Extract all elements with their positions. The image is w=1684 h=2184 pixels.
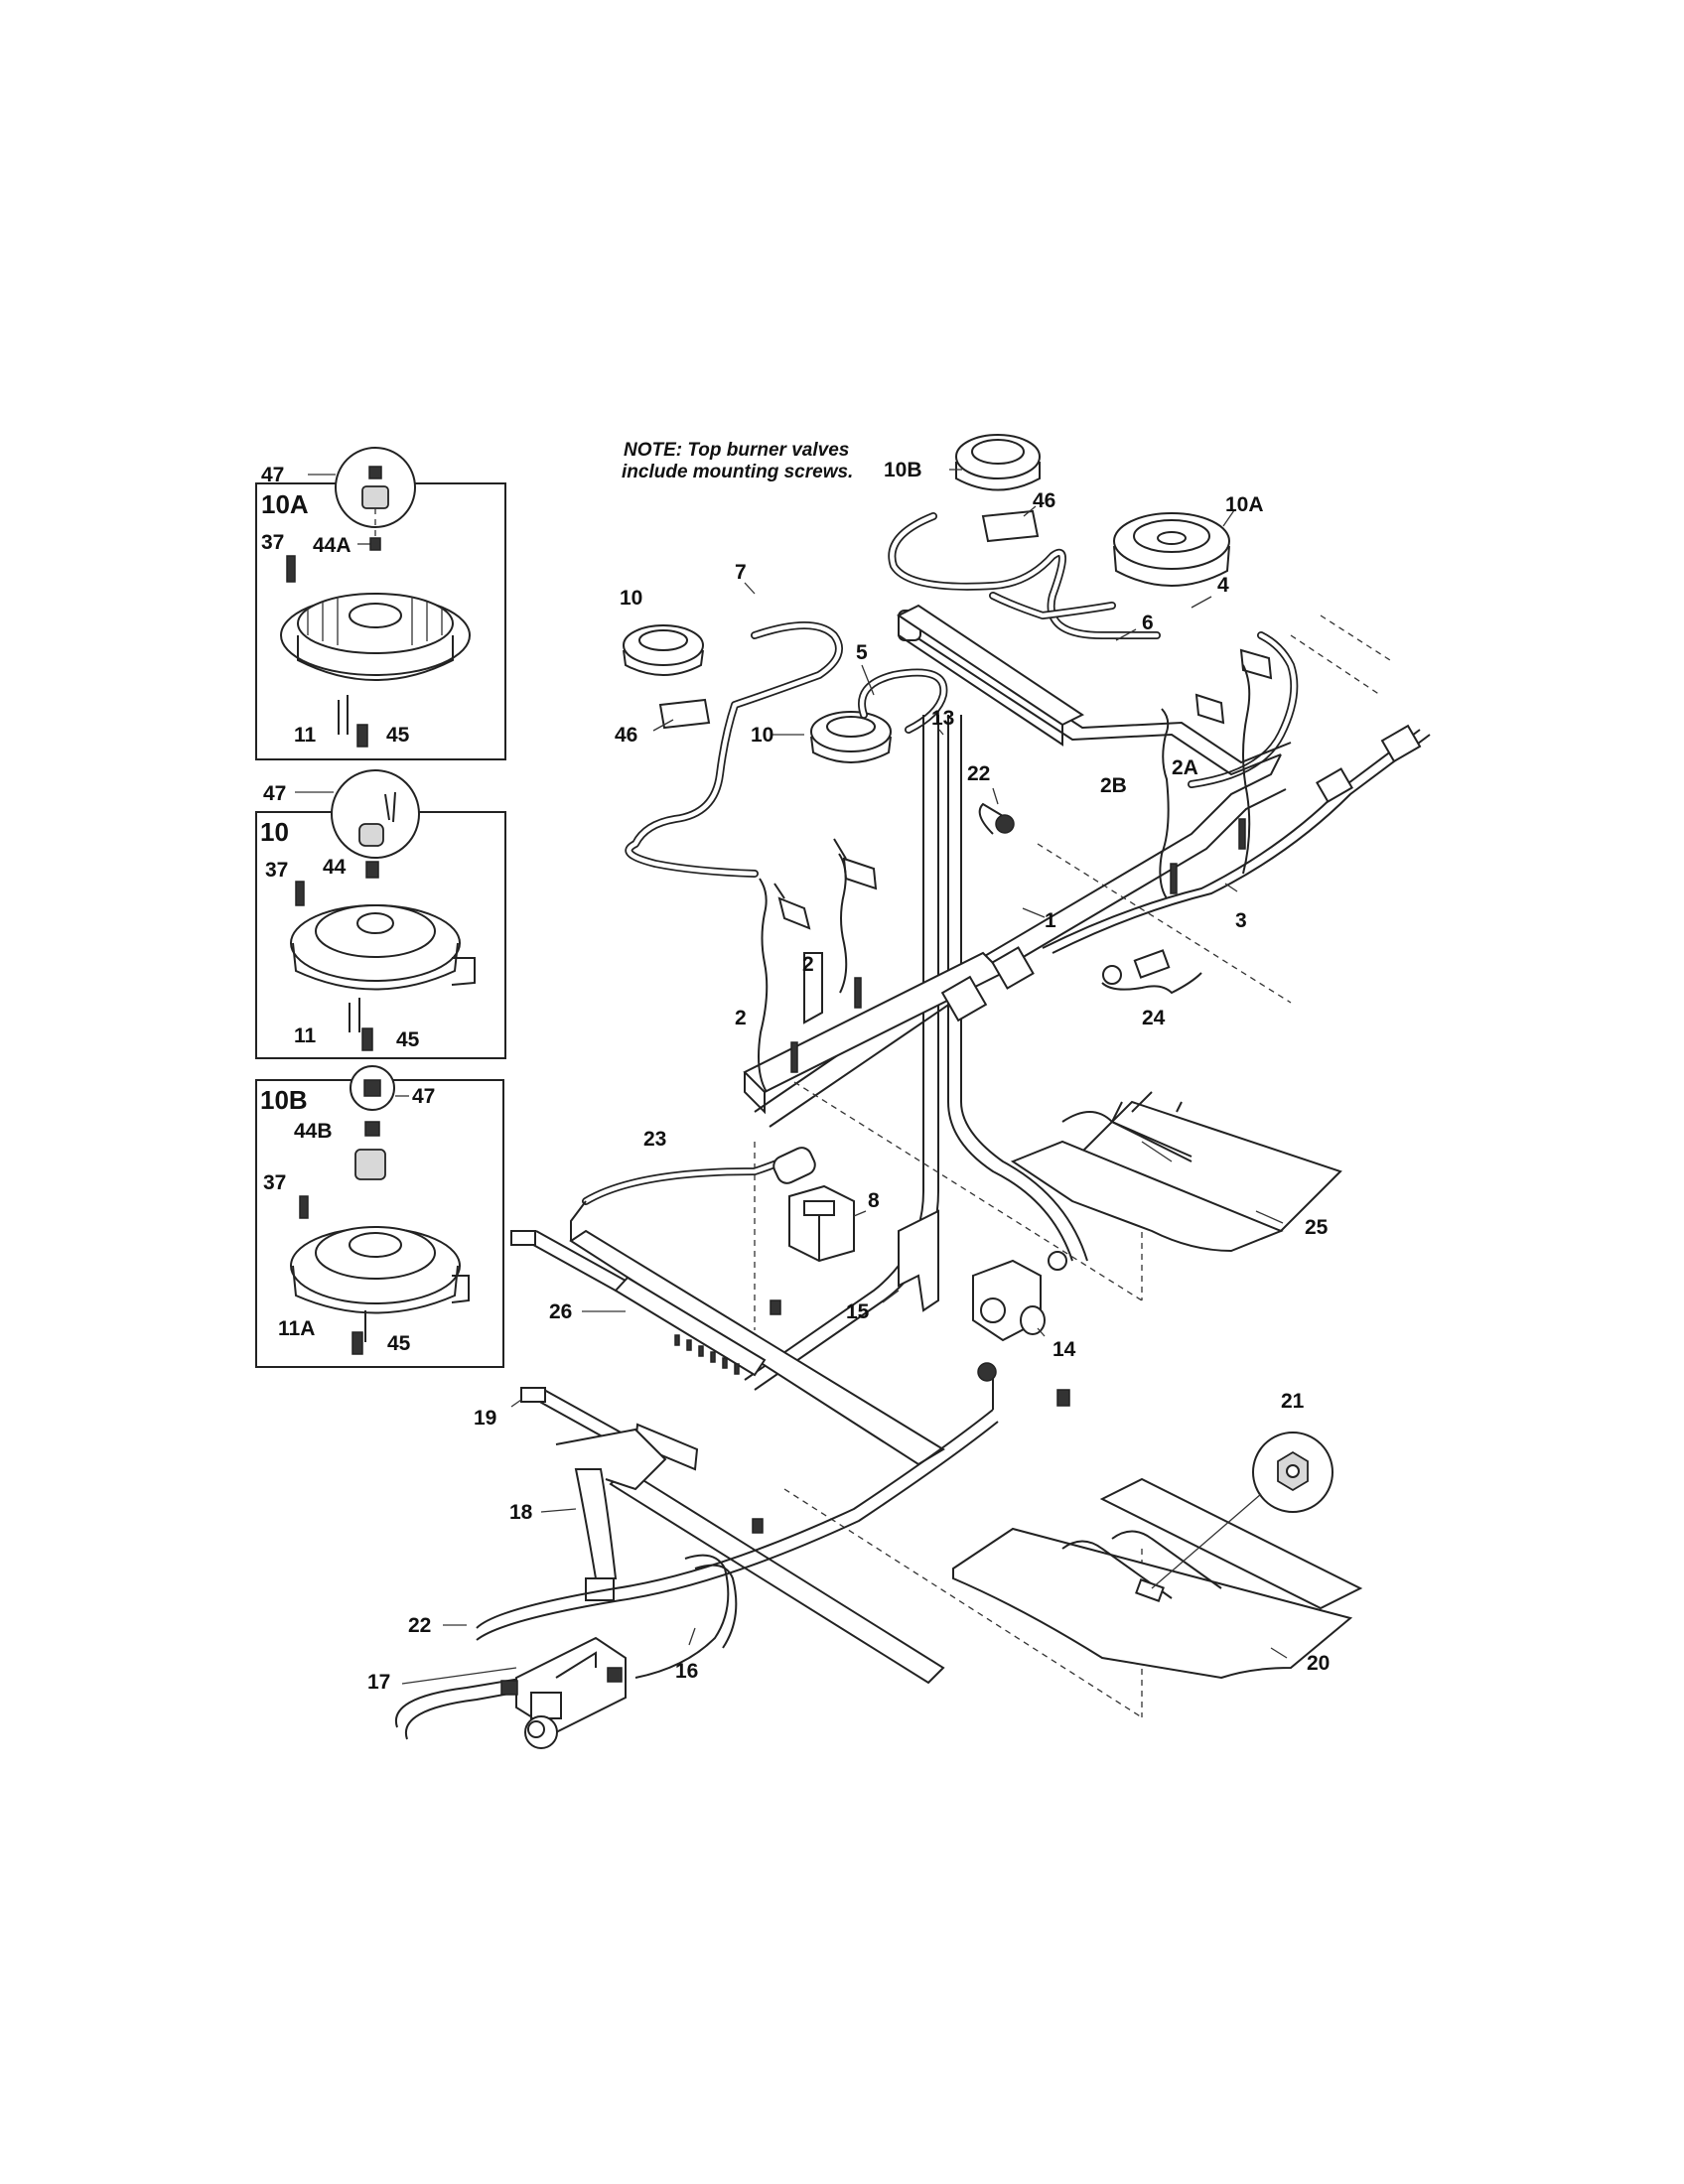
callout-4: 4: [1217, 574, 1229, 597]
label-45-10: 45: [396, 1028, 420, 1051]
callout-19: 19: [474, 1407, 496, 1430]
bake-burner-tube: [569, 1147, 945, 1466]
label-37-10A: 37: [261, 531, 284, 554]
callout-15: 15: [846, 1300, 870, 1323]
screws: [752, 818, 1246, 1534]
tube-22-lower: [476, 1409, 994, 1629]
callout-2B: 2B: [1100, 774, 1127, 797]
valve-orifice-left: [773, 838, 878, 930]
callout-13: 13: [931, 707, 954, 730]
callout-21: 21: [1281, 1390, 1305, 1413]
label-47-10B: 47: [412, 1085, 435, 1108]
callout-46-left: 46: [615, 724, 637, 747]
burner-head-10-left: [623, 624, 704, 676]
label-37-10B: 37: [263, 1171, 286, 1194]
callout-24: 24: [1142, 1007, 1166, 1029]
inset-title-10: 10: [260, 817, 289, 847]
callout-1: 1: [1045, 909, 1056, 932]
tube-16: [634, 1554, 730, 1679]
callout-10-top: 10: [620, 587, 642, 610]
callout-22-bottom: 22: [408, 1614, 431, 1637]
broil-burner: [555, 1428, 945, 1685]
callout-6: 6: [1142, 612, 1154, 634]
bracket-46-top: [981, 509, 1040, 543]
callout-26: 26: [549, 1300, 572, 1323]
fitting-22-top: [995, 814, 1015, 834]
orifice-icon: [365, 861, 379, 879]
burner-cap: [354, 1149, 386, 1180]
label-47-10: 47: [263, 782, 286, 805]
screw-icon: [299, 1195, 309, 1219]
label-45-10A: 45: [386, 724, 410, 747]
orifice-icon: [364, 1121, 380, 1137]
callout-10-mid: 10: [751, 724, 773, 747]
ignitor-wire-3: [1052, 734, 1431, 954]
label-47-10A: 47: [261, 464, 284, 486]
heat-shield-25: [1010, 1091, 1342, 1253]
callout-leaders: [401, 469, 1288, 1685]
burner-cap: [361, 485, 389, 509]
label-11-10A: 11: [294, 724, 317, 747]
note-line-2: include mounting screws.: [622, 462, 853, 482]
burner-head-10B: [955, 434, 1041, 491]
zoom-circle-47: [331, 769, 420, 859]
inset-box-10A: 10A 47 37 44A 11 45: [255, 447, 506, 760]
fitting-24: [1102, 965, 1122, 985]
callout-8: 8: [868, 1189, 880, 1212]
callout-46-top: 46: [1033, 489, 1055, 512]
callout-10A: 10A: [1225, 493, 1264, 516]
callout-20: 20: [1307, 1652, 1330, 1675]
heat-shield-20: [952, 1477, 1363, 1680]
label-44: 44: [323, 856, 347, 879]
label-44A: 44A: [313, 534, 351, 557]
callout-2A: 2A: [1172, 756, 1198, 779]
label-11-10: 11: [294, 1024, 317, 1047]
ignitor-26: [510, 1230, 767, 1377]
burner-head-10-right: [810, 711, 892, 763]
callout-labels: 10B 46 10A 4 6 7 10 5 10 46 13 22 2B 2A …: [367, 459, 1330, 1694]
inset-box-10B: 10B 47 44B 37 11A 45: [255, 1065, 504, 1368]
note-line-1: NOTE: Top burner valves: [624, 440, 849, 461]
callout-10B: 10B: [884, 459, 922, 481]
orifice-icon: [369, 537, 381, 551]
screw-icon: [295, 881, 305, 906]
callout-17: 17: [367, 1671, 390, 1694]
label-11A: 11A: [278, 1317, 315, 1340]
burner-cap: [358, 823, 384, 847]
safety-valve-17: [500, 1636, 627, 1749]
valve-orifice-right: [1194, 648, 1273, 725]
callout-14: 14: [1052, 1338, 1076, 1361]
venturi-18: [574, 1468, 618, 1579]
braces: [758, 664, 1251, 1093]
main-assembly: [394, 434, 1431, 1749]
callout-16: 16: [675, 1660, 698, 1683]
callout-3: 3: [1235, 909, 1247, 932]
burner-head-10A: [1113, 512, 1230, 587]
callout-18: 18: [509, 1501, 533, 1524]
callout-22-top: 22: [967, 762, 990, 785]
bracket-15: [898, 1209, 939, 1312]
callout-25: 25: [1305, 1216, 1329, 1239]
inset-title-10B: 10B: [260, 1085, 308, 1115]
label-44B: 44B: [294, 1120, 333, 1143]
regulator-14: [972, 1251, 1067, 1342]
callout-2-mid: 2: [802, 953, 814, 976]
screw-icon: [286, 555, 296, 583]
front-manifold: [743, 951, 1005, 1094]
bracket-2B: [897, 604, 1084, 727]
inset-title-10A: 10A: [261, 489, 309, 519]
label-45-10B: 45: [387, 1332, 411, 1355]
orifice-screw: [368, 466, 382, 479]
callout-7: 7: [735, 561, 747, 584]
callout-23: 23: [643, 1128, 666, 1151]
callout-2-left: 2: [735, 1007, 747, 1029]
spark-module-8: [788, 1184, 855, 1263]
callout-5: 5: [856, 641, 868, 664]
label-37-10: 37: [265, 859, 288, 882]
inset-box-10: 10 47 37 44 11 45: [255, 769, 506, 1059]
